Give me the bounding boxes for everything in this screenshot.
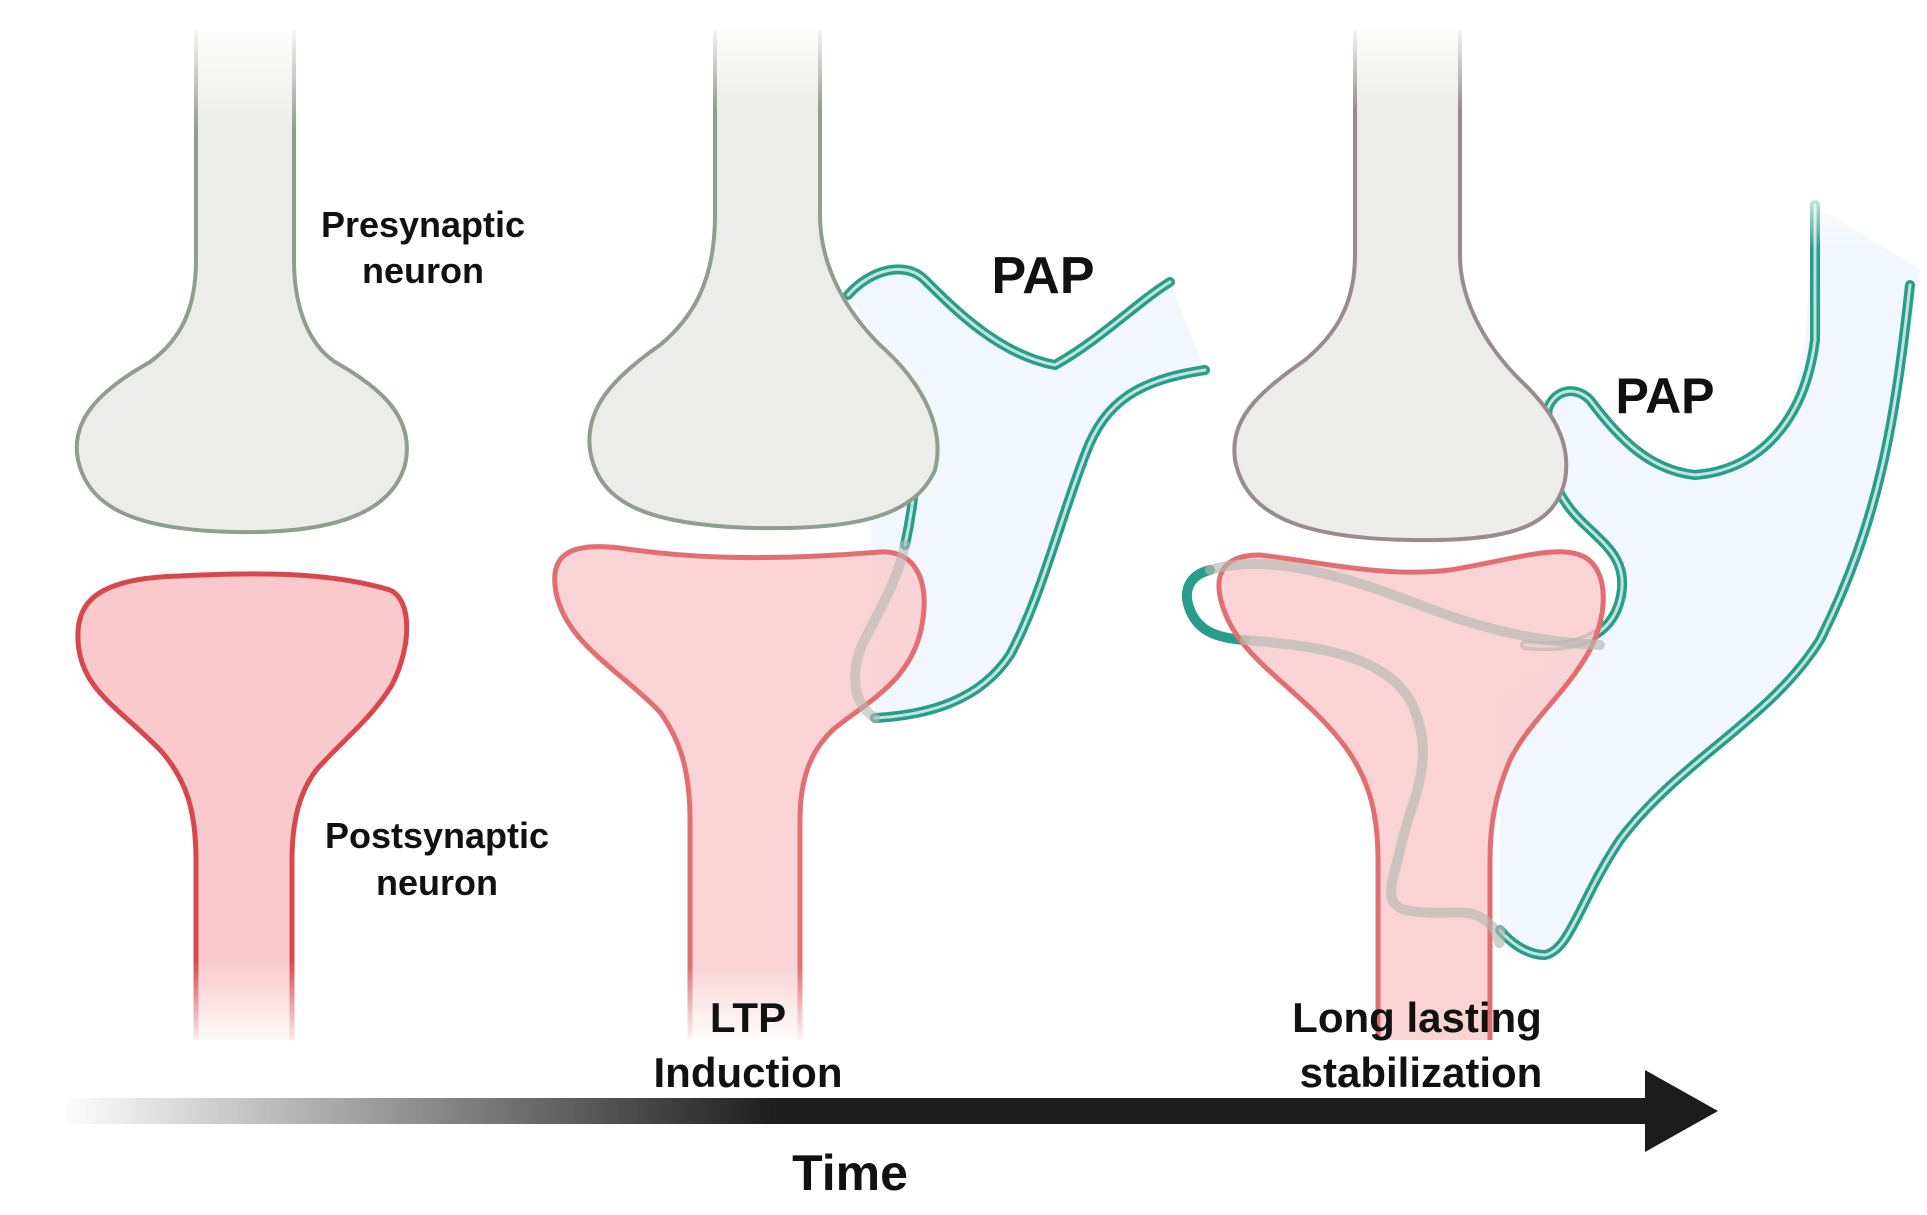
postsynaptic-spine-stage2	[552, 544, 927, 1040]
presynaptic-terminal-stage3	[1232, 30, 1569, 543]
fade-bottom-stage1	[185, 960, 305, 1050]
stage-2-ltp-induction: PAP LTP Induction	[552, 20, 1210, 1096]
presynaptic-label-line2: neuron	[362, 250, 484, 291]
presynaptic-terminal-stage2	[587, 30, 940, 531]
pap-label-stage2: PAP	[991, 247, 1094, 305]
ltp-label-line1: LTP	[710, 994, 786, 1041]
postsynaptic-label-line1: Postsynaptic	[325, 815, 549, 856]
pap-process-stage2	[848, 269, 1205, 718]
presynaptic-label-line1: Presynaptic	[321, 204, 525, 245]
fade-top-stage3	[1340, 20, 1475, 110]
stabilization-label-line1: Long lasting	[1292, 994, 1542, 1041]
pap-wrap-left-stage3	[1181, 565, 1250, 645]
postsynaptic-label-line2: neuron	[376, 862, 498, 903]
pap-overlap-stage3	[1205, 558, 1605, 949]
stage-1-baseline: Presynaptic neuron Postsynaptic neuron	[74, 20, 549, 1050]
stage-3-stabilization: PAP Long lasting stabilization	[1181, 20, 1927, 1096]
fade-bottom-stage2	[680, 965, 815, 1045]
pap-process-stage3	[1500, 205, 1920, 955]
fade-top-pap-stage3	[1800, 180, 1927, 250]
fade-top-stage2	[700, 20, 835, 110]
pap-tip-overlap-stage2	[850, 540, 910, 723]
fade-top-stage1	[185, 20, 305, 130]
time-arrow-head	[1645, 1070, 1718, 1152]
presynaptic-terminal-stage1	[74, 30, 409, 535]
pap-membrane-inner-stage3	[1498, 203, 1912, 957]
postsynaptic-spine-stage1	[75, 571, 410, 1040]
time-axis-label: Time	[792, 1145, 908, 1201]
time-arrow-shaft	[60, 1098, 1660, 1124]
stabilization-label-line2: stabilization	[1300, 1049, 1543, 1096]
ltp-label-line2: Induction	[654, 1049, 843, 1096]
pap-label-stage3: PAP	[1615, 368, 1714, 424]
time-axis: Time	[60, 1070, 1718, 1201]
